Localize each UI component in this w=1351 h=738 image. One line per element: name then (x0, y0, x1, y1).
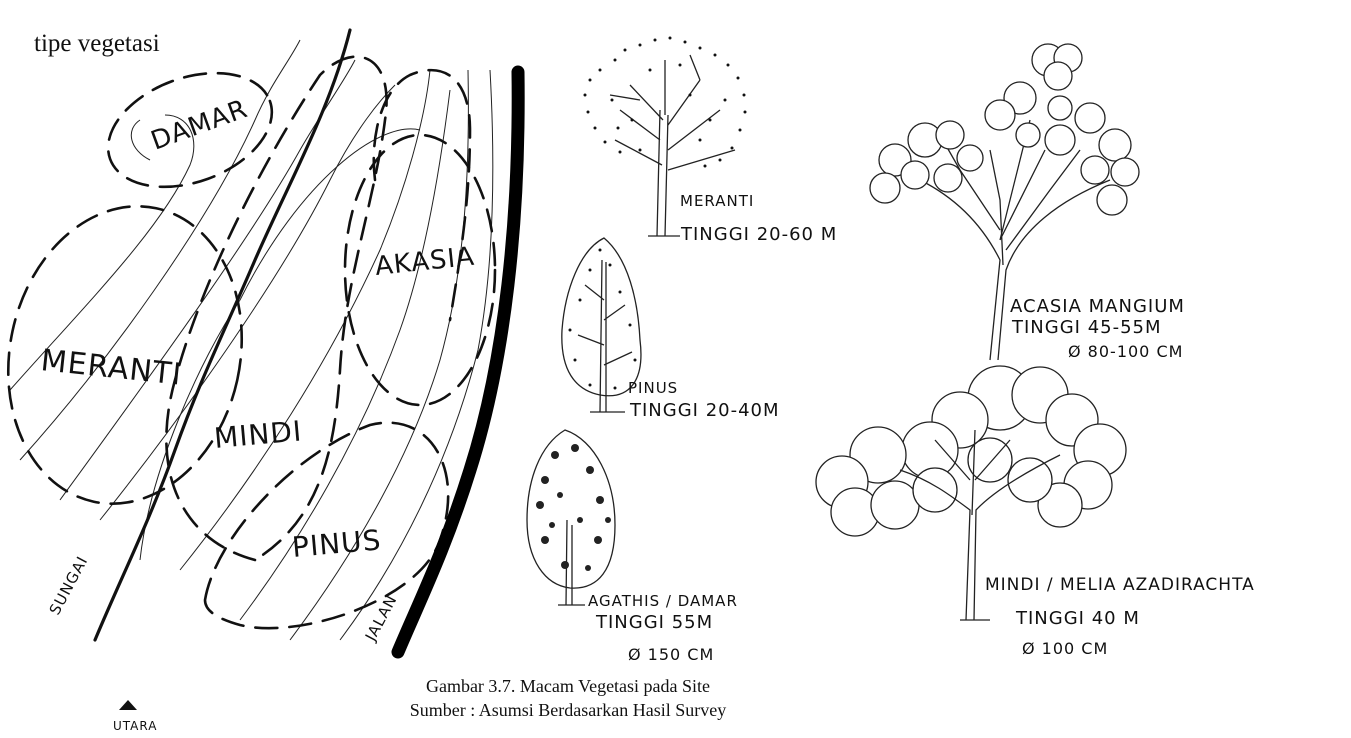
acacia-name: ACASIA MANGIUM (1010, 296, 1185, 317)
meranti-name: MERANTI (680, 192, 754, 210)
mindi-diameter: Ø 100 CM (1022, 639, 1108, 658)
agathis-diameter: Ø 150 CM (628, 645, 714, 664)
pinus-height: TINGGI 20-40M (629, 400, 780, 421)
zone-outlines (0, 52, 495, 628)
zone-label-pinus: PINUS (291, 523, 383, 564)
north-arrow-icon (119, 700, 137, 710)
pinus-name: PINUS (628, 379, 678, 397)
north-label: UTARA (113, 719, 157, 733)
contour-lines (10, 40, 493, 640)
zone-label-mindi: MINDI (213, 414, 304, 455)
zone-label-damar: DAMAR (147, 94, 252, 157)
zone-outline-akasia-inner (374, 70, 470, 320)
zone-label-akasia: AKASIA (374, 242, 477, 282)
figure-source: Sumber : Asumsi Berdasarkan Hasil Survey (410, 700, 726, 720)
vegetation-type-heading: tipe vegetasi (34, 30, 160, 57)
river-label: SUNGAI (46, 553, 92, 618)
acacia-height: TINGGI 45-55M (1011, 317, 1162, 338)
mindi-height: TINGGI 40 M (1015, 608, 1140, 629)
agathis-tree-sketch-icon (527, 430, 615, 605)
meranti-height: TINGGI 20-60 M (680, 224, 837, 245)
agathis-name: AGATHIS / DAMAR (588, 592, 738, 610)
zone-label-meranti: MERANTI (39, 343, 183, 393)
acacia-diameter: Ø 80-100 CM (1068, 342, 1183, 361)
agathis-height: TINGGI 55M (595, 612, 713, 633)
figure-caption: Gambar 3.7. Macam Vegetasi pada Site (426, 676, 710, 696)
road-label: JALAN (361, 592, 401, 645)
road-line (398, 72, 518, 652)
mindi-name: MINDI / MELIA AZADIRACHTA (985, 575, 1255, 595)
